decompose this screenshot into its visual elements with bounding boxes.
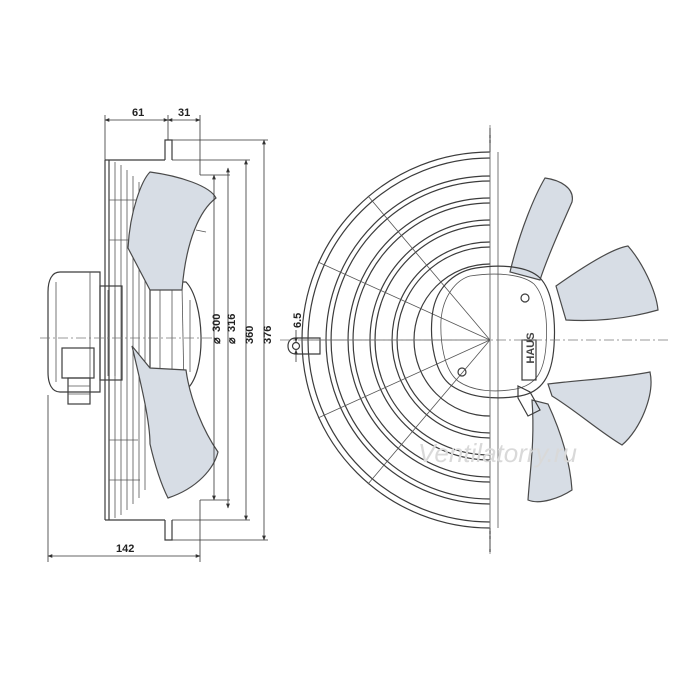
dim-mount-diameter: 360: [244, 326, 256, 344]
dim-hole-diameter: 6.5: [292, 313, 304, 328]
dim-blade-diameter: ⌀ 300: [211, 314, 223, 344]
front-blades: [509, 177, 659, 503]
dim-total-depth: 142: [116, 543, 134, 555]
dim-inner-diameter-symbol: ⌀: [226, 337, 238, 344]
watermark: Ventilatorry.ru: [418, 438, 577, 468]
side-dimensions: [47, 115, 268, 562]
front-view: 6.5 HAUS: [280, 125, 670, 555]
side-blades: [127, 171, 219, 499]
dim-depth-rear: 31: [178, 107, 190, 119]
dim-blade-diameter-value: 300: [211, 314, 223, 332]
dim-guard-diameter: 376: [262, 326, 274, 344]
dim-inner-diameter: ⌀ 316: [226, 314, 238, 344]
dim-blade-diameter-symbol: ⌀: [211, 337, 223, 344]
dim-depth-front: 61: [132, 107, 144, 119]
side-view: 61 31 142 ⌀ 300 ⌀ 316 360 376: [40, 107, 274, 562]
dim-inner-diameter-value: 316: [226, 314, 238, 332]
brand-label: HAUS: [525, 332, 537, 363]
front-motor: [430, 265, 556, 417]
motor-housing: [47, 271, 123, 405]
